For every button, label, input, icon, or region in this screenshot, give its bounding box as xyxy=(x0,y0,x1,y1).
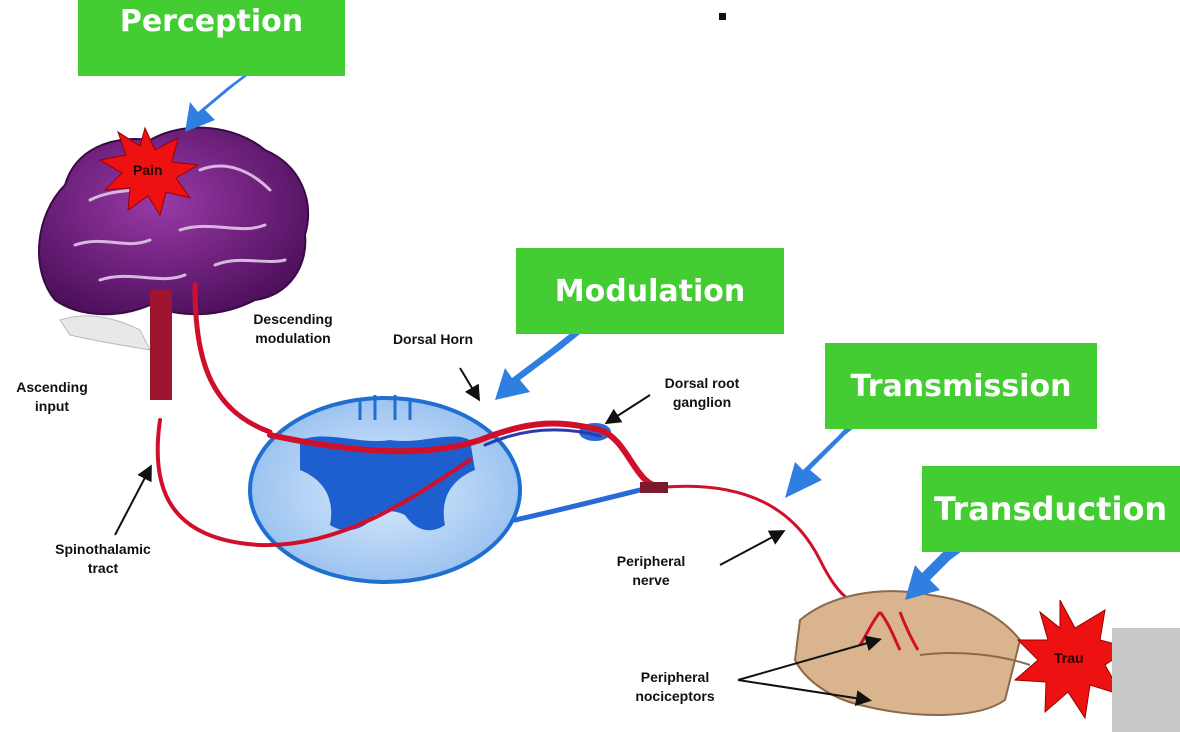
ascending-input-label: Ascending input xyxy=(2,378,102,416)
modulation-label: Modulation xyxy=(555,274,745,309)
perception-label: Perception xyxy=(120,4,303,39)
transmission-box: Transmission xyxy=(825,343,1097,429)
corner-overlay xyxy=(1112,628,1180,732)
transduction-box: Transduction xyxy=(922,466,1180,552)
perception-box: Perception xyxy=(78,0,345,76)
peripheral-nerve-label: Peripheral nerve xyxy=(596,552,706,590)
dot-mark xyxy=(719,13,726,20)
dorsal-horn-label: Dorsal Horn xyxy=(378,330,488,349)
peripheral-nociceptors-label: Peripheral nociceptors xyxy=(610,668,740,706)
trauma-burst-text: Trau xyxy=(1054,650,1084,666)
spinal-cord-cross-section xyxy=(250,395,520,582)
descending-modulation-label: Descending modulation xyxy=(228,310,358,348)
transduction-label: Transduction xyxy=(934,490,1167,528)
spinothalamic-tract-label: Spinothalamic tract xyxy=(38,540,168,578)
dorsal-root-ganglion-label: Dorsal root ganglion xyxy=(642,374,762,412)
modulation-box: Modulation xyxy=(516,248,784,334)
transmission-label: Transmission xyxy=(851,369,1072,404)
pain-burst-text: Pain xyxy=(133,162,163,178)
